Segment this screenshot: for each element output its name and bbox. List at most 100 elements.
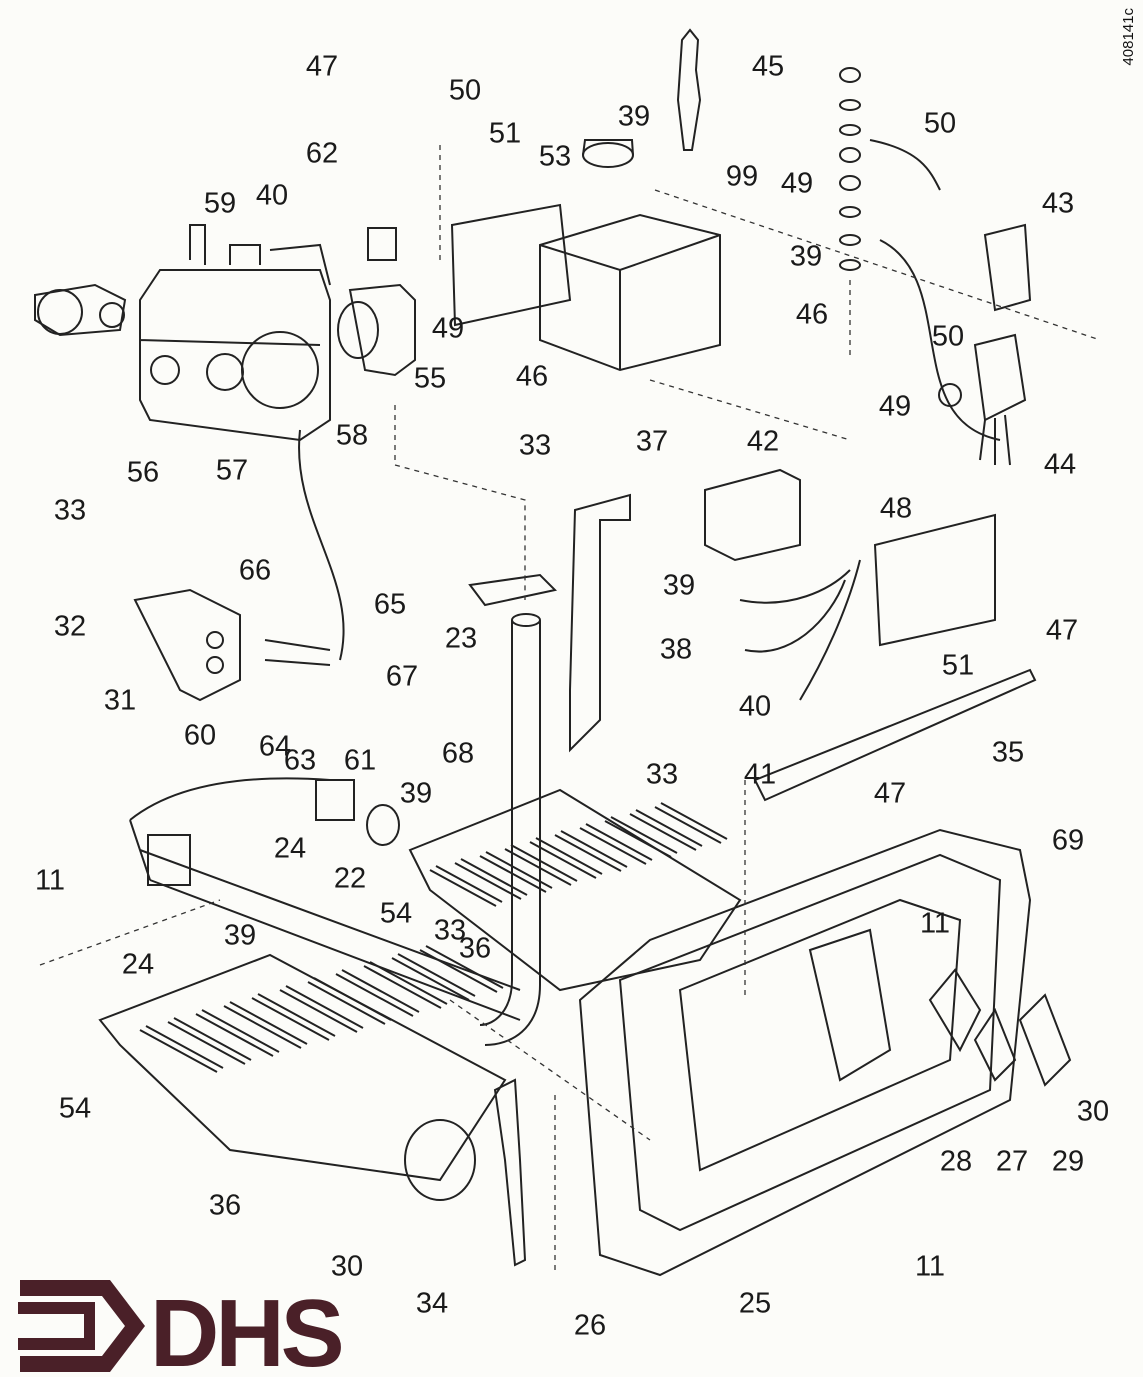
part-label-62: 62 [306,138,338,170]
part-label-56: 56 [127,457,159,489]
part-label-11: 11 [915,1251,945,1283]
burner-fin [479,851,553,893]
part-label-31: 31 [104,685,136,717]
part-label-29: 29 [1052,1146,1084,1178]
part-label-67: 67 [386,661,418,693]
burner-fin [579,823,653,865]
burner-fin [335,969,420,1017]
part-label-44: 44 [1044,449,1076,481]
part-label-54: 54 [380,898,412,930]
burner-bar-front [98,953,507,1182]
part-label-27: 27 [996,1146,1028,1178]
part-label-47: 47 [1046,615,1078,647]
part-label-50: 50 [924,108,956,140]
burner-fin [251,993,336,1041]
combustion-chamber-panel [578,828,1032,1277]
logo-text: DHS [150,1280,342,1377]
part-label-30: 30 [1077,1096,1109,1128]
burner-fin [391,953,476,1001]
part-label-30: 30 [331,1251,363,1283]
part-label-53: 53 [539,141,571,173]
part-label-40: 40 [739,691,771,723]
part-label-60: 60 [184,720,216,752]
part-label-49: 49 [781,168,813,200]
part-label-39: 39 [790,241,822,273]
part-label-39: 39 [400,778,432,810]
part-label-55: 55 [414,363,446,395]
part-label-49: 49 [432,313,464,345]
part-label-59: 59 [204,188,236,220]
burner-fin [419,945,504,993]
part-label-38: 38 [660,634,692,666]
part-label-40: 40 [256,180,288,212]
burner-fin [554,830,628,872]
burner-fin [604,816,678,858]
part-label-50: 50 [932,321,964,353]
burner-fin [307,977,392,1025]
part-label-47: 47 [874,778,906,810]
part-label-39: 39 [663,570,695,602]
part-label-33: 33 [54,495,86,527]
part-label-61: 61 [344,745,376,777]
part-label-24: 24 [274,833,306,865]
part-label-66: 66 [239,555,271,587]
part-label-25: 25 [739,1288,771,1320]
control-box [539,213,721,372]
part-label-63: 63 [284,745,316,777]
burner-fin [454,858,528,900]
gas-valve [139,224,331,442]
part-label-33: 33 [519,430,551,462]
part-label-46: 46 [796,299,828,331]
part-drawings [34,28,1101,1277]
part-label-51: 51 [942,650,974,682]
burner-fin [429,865,503,907]
burner-fin [363,961,448,1009]
burner-fin [139,1025,224,1073]
burner-bar-rear [408,788,742,992]
part-label-32: 32 [54,611,86,643]
part-label-58: 58 [336,420,368,452]
part-label-11: 11 [920,908,950,940]
part-label-54: 54 [59,1093,91,1125]
burner-fin [223,1001,308,1049]
part-label-11: 11 [35,865,65,897]
part-label-33: 33 [646,759,678,791]
part-label-24: 24 [122,949,154,981]
part-label-64: 64 [259,731,291,763]
part-label-23: 23 [445,623,477,655]
part-label-50: 50 [449,75,481,107]
part-label-99: 99 [726,161,758,193]
part-label-28: 28 [940,1146,972,1178]
part-label-39: 39 [224,920,256,952]
part-label-43: 43 [1042,188,1074,220]
part-label-39: 39 [618,101,650,133]
part-label-37: 37 [636,426,668,458]
burner-fin [504,844,578,886]
part-label-34: 34 [416,1288,448,1320]
burner-fin [629,809,703,851]
burner-fin [654,802,728,844]
part-label-36: 36 [209,1190,241,1222]
part-label-22: 22 [334,863,366,895]
part-label-33: 33 [434,915,466,947]
part-label-26: 26 [574,1310,606,1342]
part-label-42: 42 [747,426,779,458]
part-label-48: 48 [880,493,912,525]
part-label-57: 57 [216,455,248,487]
burner-fin [167,1017,252,1065]
part-label-45: 45 [752,51,784,83]
burner-fin [529,837,603,879]
part-label-65: 65 [374,589,406,621]
part-label-35: 35 [992,737,1024,769]
dhs-logo: DHS [18,1270,346,1377]
burner-manifold [129,777,521,1021]
part-label-68: 68 [442,738,474,770]
part-label-69: 69 [1052,825,1084,857]
part-label-51: 51 [489,118,521,150]
part-label-36: 36 [459,933,491,965]
burner-fin [195,1009,280,1057]
part-label-49: 49 [879,391,911,423]
